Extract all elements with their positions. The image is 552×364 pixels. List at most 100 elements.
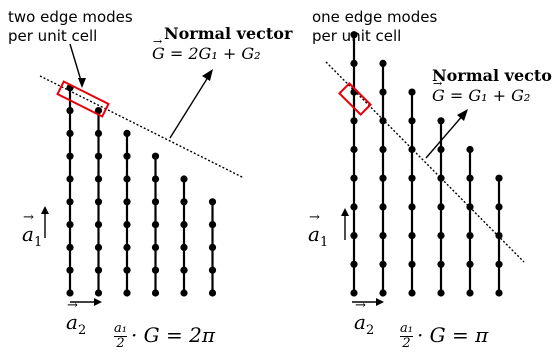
- lattice-site: [66, 198, 74, 206]
- lattice-site: [350, 59, 358, 67]
- lattice-site: [379, 260, 387, 268]
- lattice-site: [466, 289, 474, 297]
- lattice-site: [495, 232, 503, 240]
- lattice-site: [94, 175, 103, 183]
- lattice-site: [180, 221, 188, 229]
- lattice-site: [208, 266, 217, 274]
- lattice-site: [66, 129, 74, 137]
- lattice-site: [123, 221, 131, 229]
- left-annotation-line1: two edge modes: [8, 8, 133, 26]
- lattice-site: [123, 152, 131, 160]
- lattice-site: [408, 203, 416, 211]
- lattice-site: [180, 289, 188, 297]
- lattice-site: [94, 243, 103, 251]
- left-cond-numerator: a₁: [114, 321, 127, 337]
- lattice-site: [350, 289, 358, 297]
- left-normal-arrowhead: [202, 69, 213, 81]
- right-annotation-line1: one edge modes: [312, 8, 438, 26]
- left-normal-eq-rhs: = 2G₁ + G₂: [164, 44, 261, 63]
- right-normal-eq-lhs: →G: [432, 77, 445, 105]
- lattice-site: [437, 174, 445, 182]
- vec-arrow-icon: →: [23, 210, 34, 225]
- lattice-site: [66, 107, 74, 115]
- right-lattice: [350, 31, 503, 297]
- lattice-site: [350, 174, 358, 182]
- left-normal-equation: →G = 2G₁ + G₂: [152, 35, 261, 63]
- lattice-site: [437, 145, 445, 154]
- left-a1-arrowhead: [41, 206, 49, 214]
- lattice-site: [466, 232, 474, 240]
- right-cond-denominator: 2: [402, 336, 411, 351]
- lattice-site: [123, 266, 131, 274]
- lattice-site: [66, 289, 74, 297]
- lattice-site: [466, 145, 474, 154]
- right-a2-arrowhead: [376, 298, 384, 306]
- lattice-site: [350, 145, 358, 154]
- lattice-site: [66, 266, 74, 274]
- left-lattice-svg: [39, 43, 245, 306]
- lattice-site: [495, 174, 503, 182]
- lattice-site: [208, 198, 217, 206]
- right-condition-fraction: a₁ 2: [400, 322, 413, 351]
- right-normal-eq-rhs: = G₁ + G₂: [444, 86, 531, 105]
- lattice-site: [94, 152, 103, 160]
- vec-arrow-icon: →: [309, 210, 320, 225]
- lattice-site: [151, 175, 160, 183]
- lattice-site: [350, 260, 358, 268]
- lattice-site: [94, 266, 103, 274]
- lattice-site: [66, 152, 74, 160]
- left-a2-label: →a2: [66, 298, 87, 338]
- lattice-site: [379, 203, 387, 211]
- right-condition: a₁ 2 · G = π: [400, 322, 488, 351]
- lattice-site: [408, 117, 416, 125]
- right-a1-arrowhead: [341, 208, 349, 216]
- left-cond-rest: · G = 2π: [130, 323, 216, 347]
- lattice-site: [94, 221, 103, 229]
- left-a1-label: →a1: [22, 210, 43, 250]
- lattice-site: [94, 129, 103, 137]
- right-a1-label: →a1: [308, 210, 329, 250]
- left-normal-eq-lhs: →G: [152, 35, 165, 63]
- lattice-site: [495, 289, 503, 297]
- lattice-site: [94, 198, 103, 206]
- lattice-site: [466, 260, 474, 268]
- lattice-site: [379, 174, 387, 182]
- left-unit-cell-box: [56, 80, 110, 118]
- lattice-site: [437, 260, 445, 268]
- right-edge-line: [325, 61, 525, 263]
- right-panel: one edge modes per unit cell Normal vect…: [276, 0, 552, 364]
- right-normal-equation: →G = G₁ + G₂: [432, 77, 531, 105]
- lattice-site: [151, 243, 160, 251]
- lattice-site: [437, 203, 445, 211]
- lattice-site: [151, 198, 160, 206]
- lattice-site: [208, 289, 217, 297]
- left-annotation-pointer: [69, 43, 83, 85]
- left-normal-arrow: [169, 73, 211, 139]
- right-unit-cell-box: [338, 82, 372, 116]
- right-normal-title: Normal vector: [432, 66, 552, 85]
- left-condition: a₁ 2 · G = 2π: [114, 322, 215, 351]
- lattice-site: [94, 289, 103, 297]
- vec-arrow-icon: →: [433, 77, 443, 90]
- lattice-site: [408, 88, 416, 96]
- lattice-site: [208, 221, 217, 229]
- lattice-site: [123, 175, 131, 183]
- right-annotation-line2: per unit cell: [312, 27, 402, 45]
- lattice-site: [379, 117, 387, 125]
- vec-arrow-icon: →: [153, 35, 163, 48]
- left-cond-denominator: 2: [116, 336, 125, 351]
- right-normal-arrowhead: [457, 109, 468, 121]
- lattice-site: [408, 260, 416, 268]
- right-cond-numerator: a₁: [400, 321, 413, 337]
- left-lattice: [66, 84, 217, 297]
- lattice-site: [350, 232, 358, 240]
- lattice-site: [466, 174, 474, 182]
- left-condition-fraction: a₁ 2: [114, 322, 127, 351]
- lattice-site: [66, 175, 74, 183]
- lattice-site: [208, 243, 217, 251]
- lattice-site: [123, 289, 131, 297]
- right-cond-rest: · G = π: [416, 323, 489, 347]
- lattice-site: [350, 117, 358, 125]
- lattice-site: [437, 232, 445, 240]
